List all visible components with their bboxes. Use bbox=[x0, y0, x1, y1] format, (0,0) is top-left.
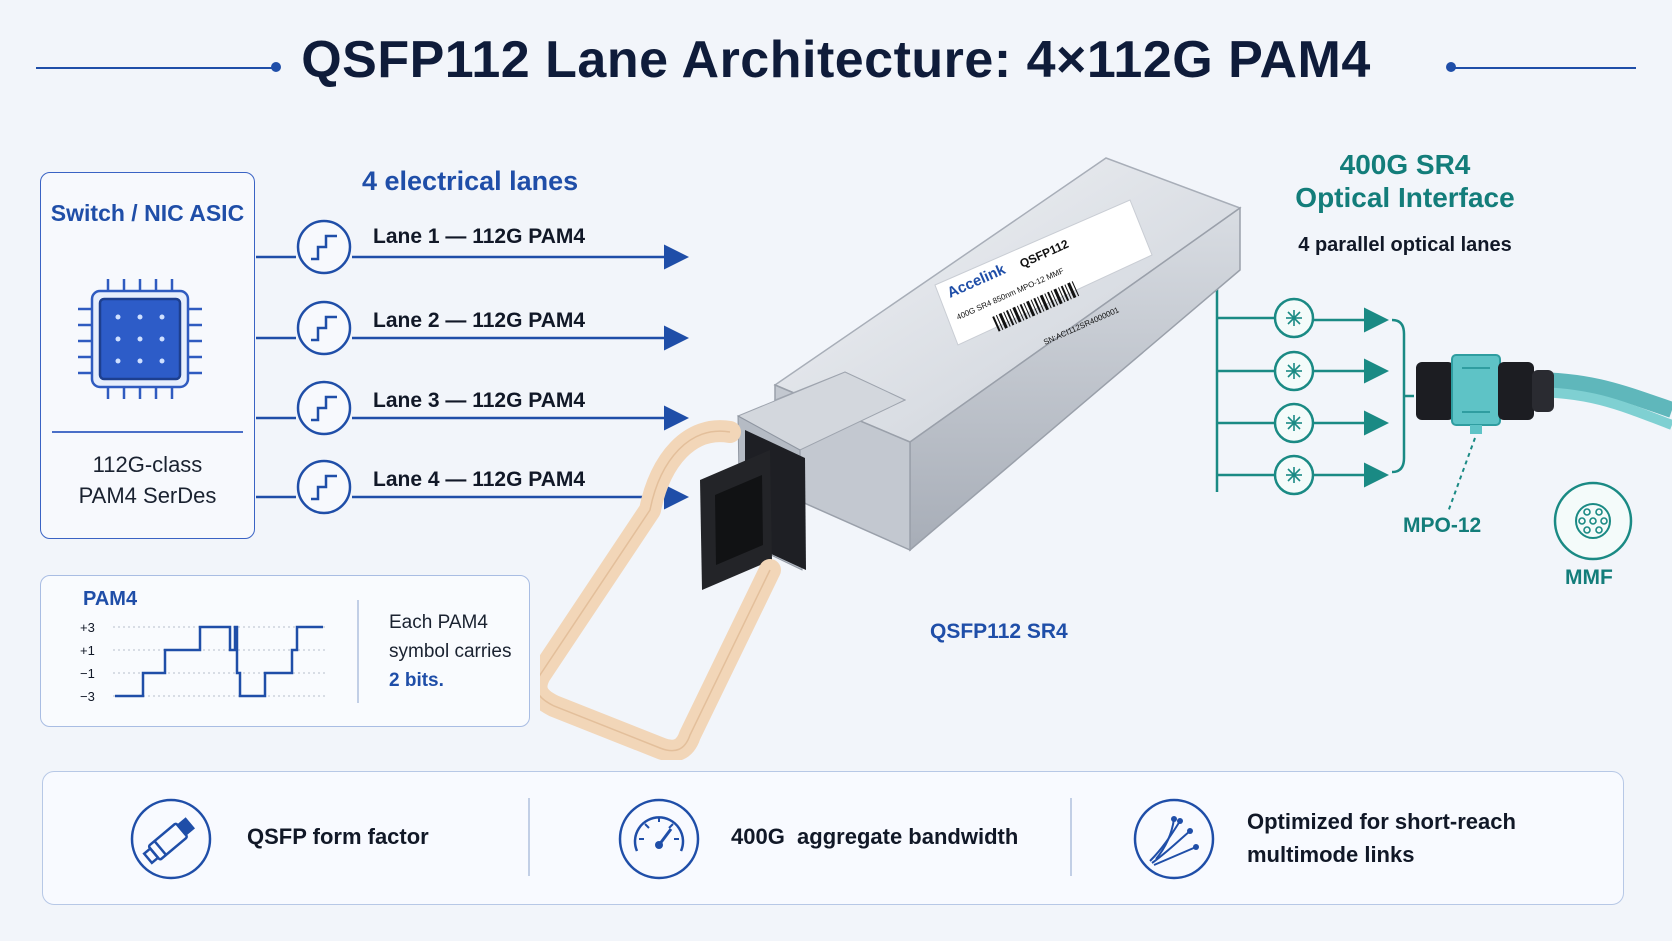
module-label: QSFP112 SR4 bbox=[930, 620, 1068, 643]
feature-1-text: QSFP form factor bbox=[247, 824, 429, 849]
optical-lanes-subtitle: 4 parallel optical lanes bbox=[1298, 234, 1512, 256]
pam4-description: Each PAM4 symbol carries 2 bits. bbox=[389, 612, 512, 691]
transceiver-icon bbox=[130, 798, 212, 880]
asic-divider bbox=[52, 431, 243, 433]
feature-2-text: 400G aggregate bandwidth bbox=[731, 824, 1019, 849]
feature-divider-1 bbox=[528, 798, 530, 876]
mmf-label: MMF bbox=[1565, 566, 1613, 589]
pam4-bits-highlight: 2 bits. bbox=[389, 670, 444, 691]
page-title: QSFP112 Lane Architecture: 4×112G PAM4 bbox=[301, 31, 1371, 89]
electrical-lanes-title: 4 electrical lanes bbox=[362, 166, 579, 196]
title-dot-left bbox=[271, 62, 281, 72]
asic-title: Switch / NIC ASIC bbox=[50, 200, 245, 226]
mpo-label: MPO-12 bbox=[1403, 514, 1482, 537]
feature-bar bbox=[42, 771, 1624, 905]
pam4-title: PAM4 bbox=[83, 588, 138, 610]
title-rule-right bbox=[1450, 67, 1636, 69]
lane-1-label: Lane 1 — 112G PAM4 bbox=[373, 225, 586, 248]
pam4-panel bbox=[40, 575, 530, 727]
mpo-connector bbox=[1416, 354, 1672, 434]
pam4-level-1: +1 bbox=[80, 643, 95, 658]
pam4-level-neg3: −3 bbox=[80, 689, 95, 704]
gauge-icon bbox=[618, 798, 700, 880]
lane-4-label: Lane 4 — 112G PAM4 bbox=[373, 468, 586, 491]
pam4-divider bbox=[357, 600, 359, 703]
pam4-level-3: +3 bbox=[80, 620, 95, 635]
title-rule-left bbox=[36, 67, 276, 69]
mmf-fiber-icon bbox=[1553, 481, 1633, 561]
pam4-level-neg1: −1 bbox=[80, 666, 95, 681]
optical-interface-title: 400G SR4 Optical Interface bbox=[1295, 149, 1515, 213]
fiber-strands-icon bbox=[1133, 798, 1215, 880]
chip-icon bbox=[78, 279, 202, 399]
lane-2-label: Lane 2 — 112G PAM4 bbox=[373, 309, 586, 332]
pam4-waveform bbox=[113, 625, 325, 698]
lane-3-label: Lane 3 — 112G PAM4 bbox=[373, 389, 586, 412]
feature-divider-2 bbox=[1070, 798, 1072, 876]
feature-3-text: Optimized for short-reach multimode link… bbox=[1247, 809, 1516, 867]
asic-description: 112G-class PAM4 SerDes bbox=[78, 452, 217, 508]
qsfp112-module: Accelink QSFP112 400G SR4 850nm MPO-12 M… bbox=[540, 157, 1242, 760]
